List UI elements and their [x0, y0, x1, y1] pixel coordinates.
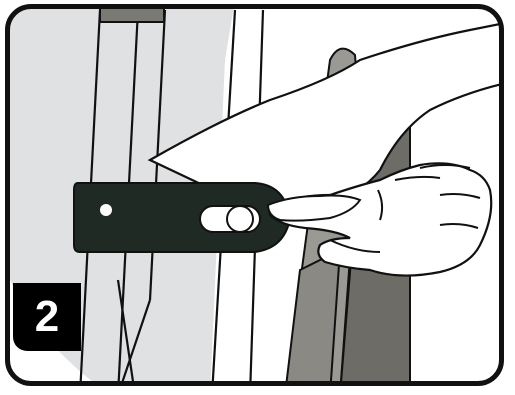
spoke-hook	[227, 206, 253, 232]
rim-nub	[100, 8, 164, 22]
lever-hole	[100, 204, 112, 216]
step-number-badge: 2	[13, 283, 81, 351]
